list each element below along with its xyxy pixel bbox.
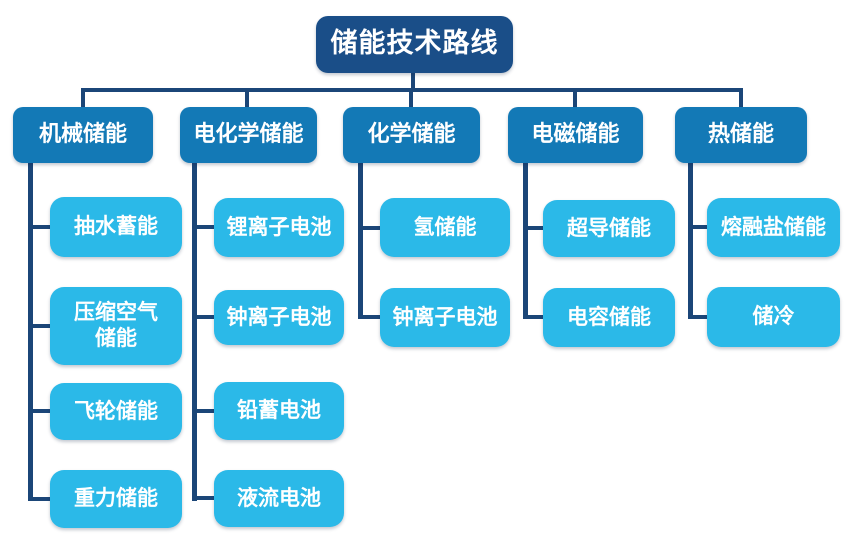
leaf-node-lead-acid-battery: 铅蓄电池 [214, 382, 344, 440]
leaf-node-flywheel: 飞轮储能 [50, 383, 182, 440]
connector-stub [358, 315, 382, 319]
connector-stub [523, 315, 545, 319]
connector-root-stem [411, 72, 415, 90]
connector-drop-chemical [409, 90, 413, 107]
leaf-node-pumped-hydro: 抽水蓄能 [50, 197, 182, 257]
connector-stub [358, 226, 382, 230]
connector-spine-electromagnetic [523, 163, 528, 319]
leaf-node-zhong-ion-battery-2: 钟离子电池 [380, 288, 510, 347]
connector-stub [28, 225, 52, 229]
branch-node-electrochemical: 电化学储能 [180, 107, 317, 163]
connector-stub [523, 226, 545, 230]
leaf-node-zhong-ion-battery: 钟离子电池 [214, 290, 344, 345]
connector-spine-thermal [688, 163, 693, 319]
connector-spine-electrochemical [192, 163, 197, 501]
connector-drop-electrochemical [245, 90, 249, 107]
connector-stub [192, 496, 216, 500]
leaf-node-flow-battery: 液流电池 [214, 470, 344, 527]
connector-stub [192, 315, 216, 319]
connector-drop-electromagnetic [573, 90, 577, 107]
branch-node-thermal: 热储能 [675, 107, 807, 163]
leaf-node-hydrogen-storage: 氢储能 [380, 198, 510, 257]
leaf-node-lithium-ion-battery: 锂离子电池 [214, 198, 344, 257]
connector-stub [688, 315, 709, 319]
leaf-node-molten-salt: 熔融盐储能 [707, 198, 840, 257]
connector-spine-chemical [358, 163, 363, 319]
connector-stub [28, 497, 52, 501]
leaf-node-capacitor: 电容储能 [543, 288, 675, 347]
connector-stub [688, 225, 709, 229]
connector-drop-mechanical [81, 90, 85, 107]
leaf-node-compressed-air: 压缩空气 储能 [50, 287, 182, 365]
connector-stub [192, 225, 216, 229]
leaf-node-cold-storage: 储冷 [707, 287, 840, 347]
connector-stub [192, 409, 216, 413]
connector-stub [28, 324, 52, 328]
branch-node-chemical: 化学储能 [343, 107, 480, 163]
root-node-energy-storage-routes: 储能技术路线 [316, 16, 513, 73]
branch-node-mechanical: 机械储能 [13, 107, 153, 163]
leaf-node-superconducting: 超导储能 [543, 200, 675, 257]
connector-spine-mechanical [28, 163, 33, 501]
connector-drop-thermal [739, 90, 743, 107]
branch-node-electromagnetic: 电磁储能 [508, 107, 643, 163]
leaf-node-gravity: 重力储能 [50, 470, 182, 528]
connector-stub [28, 409, 52, 413]
